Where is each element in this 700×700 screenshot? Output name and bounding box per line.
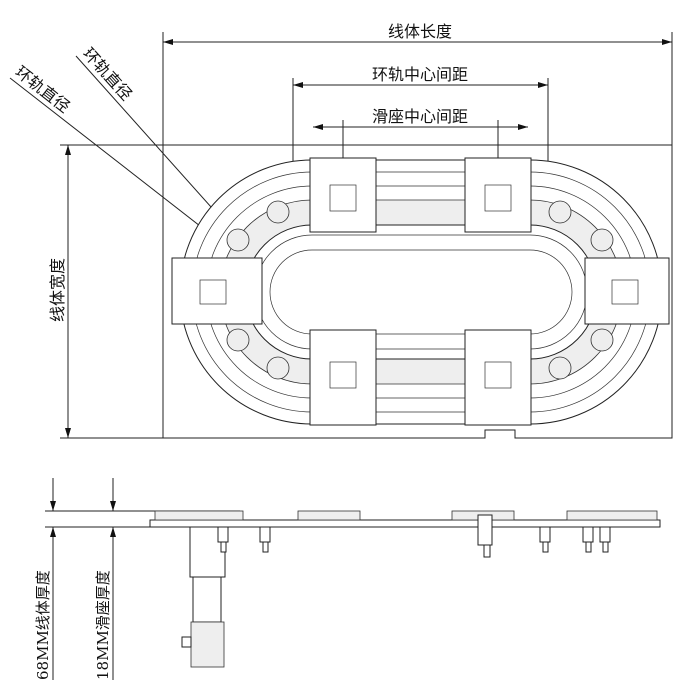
slide-plates xyxy=(171,157,670,426)
line-thickness-label: 68MM线体厚度 xyxy=(34,570,52,680)
track-inner xyxy=(244,224,598,360)
dimension-line-length: 线体长度 xyxy=(162,22,673,145)
slide-plate xyxy=(464,329,532,426)
slide-thickness-label: 18MM滑座厚度 xyxy=(94,570,112,680)
line-width-label: 线体宽度 xyxy=(48,258,67,322)
slide-plate xyxy=(309,329,377,426)
side-base-plate xyxy=(149,519,661,528)
motor xyxy=(181,526,226,668)
gears xyxy=(226,200,614,380)
line-length-label: 线体长度 xyxy=(388,22,452,41)
slide-center-distance-label: 滑座中心间距 xyxy=(372,107,468,126)
base-plate xyxy=(162,144,673,439)
ring-diameter-label-2: 环轨直径 xyxy=(79,44,136,104)
side-view: 68MM线体厚度 18MM滑座厚度 xyxy=(34,478,661,680)
dimension-line-width: 线体宽度 xyxy=(48,144,163,439)
slide-plate xyxy=(464,157,532,233)
top-view xyxy=(162,144,673,439)
slide-plate xyxy=(309,157,377,233)
ring-center-distance-label: 环轨中心间距 xyxy=(372,65,468,84)
slide-plate xyxy=(171,257,263,325)
ring-diameter-label-1: 环轨直径 xyxy=(12,62,74,116)
slide-plate xyxy=(584,257,670,325)
dimension-slide-center-distance: 滑座中心间距 xyxy=(313,107,528,160)
